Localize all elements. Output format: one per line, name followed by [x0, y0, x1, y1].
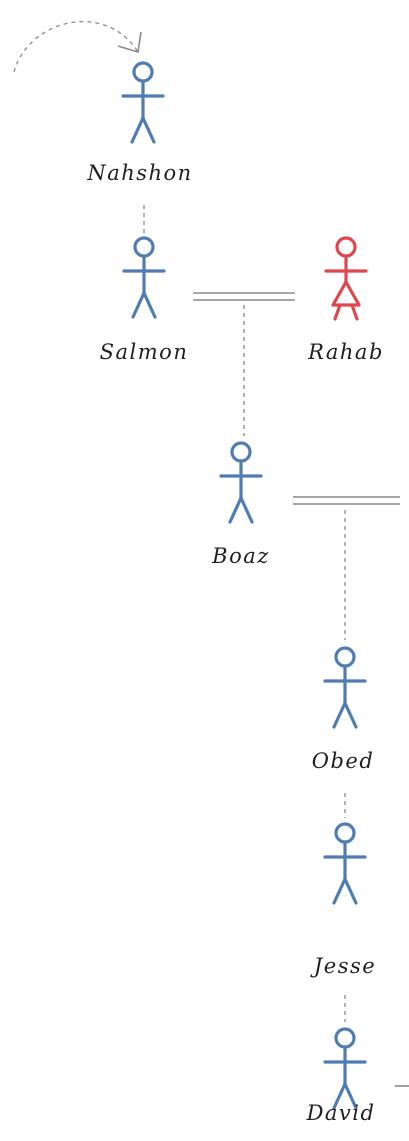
male-figure-icon	[323, 1027, 367, 1110]
female-figure-icon	[324, 236, 368, 321]
marriage-boaz	[293, 496, 400, 505]
person-name: Rahab	[307, 340, 384, 364]
person-name: Boaz	[211, 544, 270, 568]
incoming-lineage-arrow	[13, 21, 142, 73]
person-boaz[interactable]: Boaz	[211, 441, 270, 568]
person-obed[interactable]: Obed	[312, 646, 375, 773]
person-name: Nahshon	[86, 161, 192, 185]
male-figure-icon	[219, 441, 263, 524]
person-name: Jesse	[310, 954, 376, 978]
person-jesse[interactable]: Jesse	[310, 822, 376, 978]
person-name: Obed	[312, 749, 375, 773]
person-rahab[interactable]: Rahab	[307, 236, 384, 364]
marriage-salmon-rahab	[193, 292, 295, 301]
male-figure-icon	[323, 822, 367, 905]
person-name: David	[306, 1101, 376, 1125]
male-figure-icon	[121, 61, 165, 144]
person-salmon[interactable]: Salmon	[100, 236, 189, 364]
person-name: Salmon	[100, 340, 189, 364]
male-figure-icon	[122, 236, 166, 319]
male-figure-icon	[323, 646, 367, 729]
person-david[interactable]: David	[306, 1027, 376, 1125]
person-nahshon[interactable]: Nahshon	[86, 61, 192, 185]
